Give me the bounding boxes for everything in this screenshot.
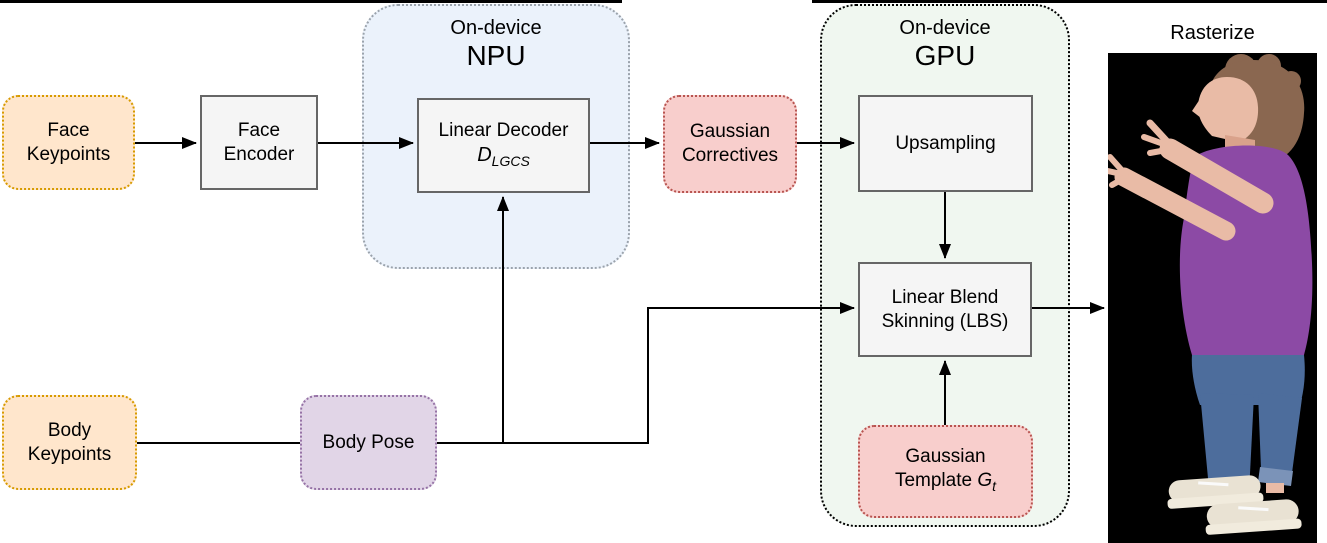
- gaussian-correctives-label-line2: Correctives: [681, 145, 779, 166]
- body-pose-node: Body Pose: [300, 395, 437, 490]
- face-encoder-label-line1: Face: [237, 119, 281, 141]
- linear-decoder-node: Linear Decoder DLGCS: [417, 98, 590, 193]
- face-keypoints-node: Face Keypoints: [2, 95, 135, 190]
- linear-blend-skinning-node: Linear Blend Skinning (LBS): [858, 262, 1032, 357]
- lbs-label-line2: Skinning (LBS): [881, 310, 1009, 332]
- gaussian-correctives-node: Gaussian Correctives: [663, 95, 797, 193]
- upsampling-node: Upsampling: [858, 95, 1033, 192]
- rasterized-avatar-image: [1105, 53, 1317, 543]
- linear-decoder-label: Linear Decoder: [438, 119, 569, 141]
- body-keypoints-label-line1: Body: [47, 419, 92, 441]
- gaussian-template-label-line1: Gaussian: [905, 446, 986, 468]
- gpu-title-line2: GPU: [914, 40, 976, 71]
- avatar-illustration: [1105, 53, 1317, 543]
- top-crop-bar-right: [812, 0, 1327, 3]
- body-pose-label: Body Pose: [322, 431, 415, 453]
- gaussian-template-node: Gaussian Template Gt: [858, 425, 1033, 518]
- gaussian-correctives-label-line1: Gaussian: [689, 121, 771, 142]
- face-keypoints-label-line1: Face: [47, 119, 90, 141]
- face-encoder-node: Face Encoder: [200, 95, 318, 190]
- npu-container-title: On-device NPU: [364, 16, 628, 72]
- gpu-title-line1: On-device: [899, 17, 991, 39]
- gaussian-template-label-line2: Template Gt: [894, 470, 997, 494]
- npu-title-line2: NPU: [466, 40, 526, 71]
- gpu-container-title: On-device GPU: [822, 16, 1068, 72]
- arrow-body-pose-to-lbs: [437, 302, 855, 444]
- top-crop-bar-left: [0, 0, 622, 3]
- face-encoder-label-line2: Encoder: [223, 143, 295, 165]
- face-keypoints-label-line2: Keypoints: [26, 143, 111, 165]
- npu-title-line1: On-device: [450, 17, 542, 39]
- body-keypoints-node: Body Keypoints: [2, 395, 137, 490]
- linear-decoder-symbol: DLGCS: [477, 143, 530, 169]
- rasterize-label: Rasterize: [1170, 22, 1255, 44]
- upsampling-label: Upsampling: [895, 132, 996, 154]
- body-keypoints-label-line2: Keypoints: [27, 443, 112, 465]
- lbs-label-line1: Linear Blend: [891, 286, 999, 308]
